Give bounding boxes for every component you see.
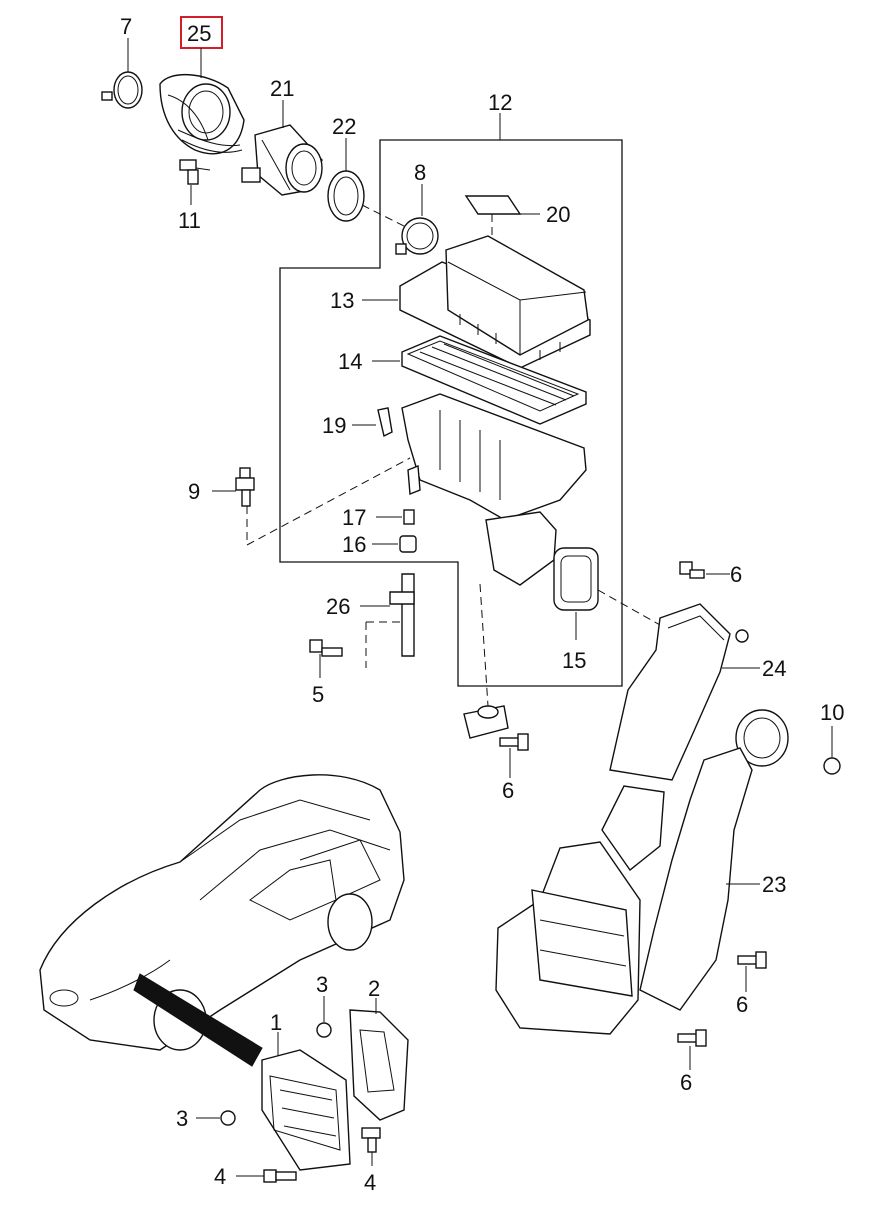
callout-8: 8 xyxy=(414,160,426,185)
callout-4a: 4 xyxy=(214,1164,226,1189)
callout-20: 20 xyxy=(546,202,570,227)
air-flow-sensor-21[interactable] xyxy=(241,124,323,196)
air-cleaner-cover-13[interactable] xyxy=(399,235,591,369)
callout-5: 5 xyxy=(312,682,324,707)
bolt-6-bottom[interactable] xyxy=(677,1029,707,1047)
bolt-4-left[interactable] xyxy=(263,1169,297,1183)
seal-15[interactable] xyxy=(553,547,599,611)
bracket-26[interactable] xyxy=(389,573,415,657)
callout-1: 1 xyxy=(270,1010,282,1035)
filter-element-14[interactable] xyxy=(401,335,587,425)
callout-6c: 6 xyxy=(736,992,748,1017)
nut-3-left[interactable] xyxy=(220,1110,236,1126)
nut-10[interactable] xyxy=(823,757,841,775)
ecu-1[interactable] xyxy=(261,1049,351,1171)
callout-16: 16 xyxy=(342,532,366,557)
callout-10: 10 xyxy=(820,700,844,725)
gasket-22[interactable] xyxy=(327,170,365,222)
callout-22: 22 xyxy=(332,114,356,139)
callout-21: 21 xyxy=(270,76,294,101)
resonator-23[interactable] xyxy=(495,709,789,1035)
location-arrow xyxy=(133,973,263,1067)
bolt-6-lower[interactable] xyxy=(499,733,529,751)
label-20[interactable] xyxy=(464,195,522,215)
callout-6d: 6 xyxy=(680,1070,692,1095)
callout-26: 26 xyxy=(326,594,350,619)
grommet-17[interactable] xyxy=(403,509,415,525)
callout-15: 15 xyxy=(562,648,586,673)
mount-bracket[interactable] xyxy=(463,705,509,739)
air-duct-24[interactable] xyxy=(609,603,749,781)
bolt-5[interactable] xyxy=(309,639,343,657)
callout-11: 11 xyxy=(178,208,201,233)
insulator-16[interactable] xyxy=(399,535,417,553)
air-cleaner-body[interactable] xyxy=(401,393,587,586)
clamp-8[interactable] xyxy=(395,217,439,255)
callout-3a: 3 xyxy=(316,972,328,997)
callout-25: 25 xyxy=(187,21,211,46)
ecu-bracket-2[interactable] xyxy=(349,1009,409,1121)
clamp-7[interactable] xyxy=(101,71,143,109)
callout-labels: 1 2 3 3 4 4 5 6 6 6 6 7 8 9 10 11 12 13 … xyxy=(120,14,844,1195)
callout-3b: 3 xyxy=(176,1106,188,1131)
callout-23: 23 xyxy=(762,872,786,897)
clip-19[interactable] xyxy=(377,407,393,438)
bolt-11[interactable] xyxy=(179,159,211,185)
bolt-9[interactable] xyxy=(235,467,255,507)
bolt-4-right[interactable] xyxy=(361,1127,381,1153)
vehicle-outline xyxy=(39,774,405,1051)
intake-hose-25[interactable] xyxy=(159,73,245,155)
assembly-12-outline xyxy=(279,139,623,687)
bolt-6-upper[interactable] xyxy=(679,561,705,579)
nut-3-upper[interactable] xyxy=(316,1022,332,1038)
callout-2: 2 xyxy=(368,976,380,1001)
callout-24: 24 xyxy=(762,656,786,681)
bolt-6-right[interactable] xyxy=(737,951,767,969)
callout-13: 13 xyxy=(330,288,354,313)
callout-19: 19 xyxy=(322,413,346,438)
callout-14: 14 xyxy=(338,349,362,374)
callout-9: 9 xyxy=(188,479,200,504)
callout-6a: 6 xyxy=(730,562,742,587)
callout-12: 12 xyxy=(488,90,512,115)
callout-6b: 6 xyxy=(502,778,514,803)
callout-7: 7 xyxy=(120,14,132,39)
callout-17: 17 xyxy=(342,505,366,530)
callout-4b: 4 xyxy=(364,1170,376,1195)
